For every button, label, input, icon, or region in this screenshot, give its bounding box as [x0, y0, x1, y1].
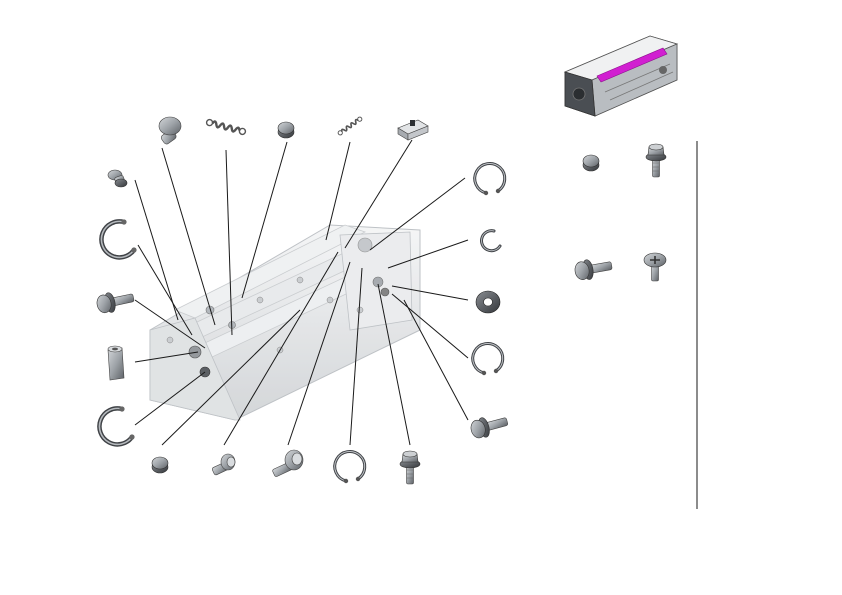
leader-line — [387, 239, 469, 269]
leader-line — [391, 293, 469, 359]
leader-line — [161, 147, 216, 326]
leader-line — [223, 251, 339, 446]
leader-line — [344, 139, 413, 249]
leader-line — [403, 299, 469, 421]
legend-part-nut[interactable] — [582, 154, 600, 172]
highlight-roller — [596, 47, 668, 83]
leader-line — [391, 285, 469, 301]
leader-line — [369, 177, 466, 251]
leader-line — [325, 141, 351, 241]
part-washer[interactable] — [475, 290, 501, 314]
part-nut[interactable] — [277, 121, 295, 139]
leader-line — [134, 371, 206, 426]
leader-line — [134, 351, 199, 363]
leader-line — [287, 261, 351, 446]
part-sleeve[interactable] — [107, 345, 125, 381]
leader-lines — [134, 139, 469, 446]
location-thumbnail — [563, 35, 679, 117]
part-nut[interactable] — [151, 456, 169, 474]
leader-line — [134, 299, 206, 349]
leader-line — [134, 179, 179, 321]
leader-line — [349, 267, 363, 446]
leader-line — [241, 141, 288, 299]
leader-line — [225, 149, 233, 336]
leader-line — [137, 244, 193, 336]
leader-line — [161, 309, 301, 446]
main-assembly — [149, 224, 421, 421]
leader-line — [377, 283, 411, 446]
